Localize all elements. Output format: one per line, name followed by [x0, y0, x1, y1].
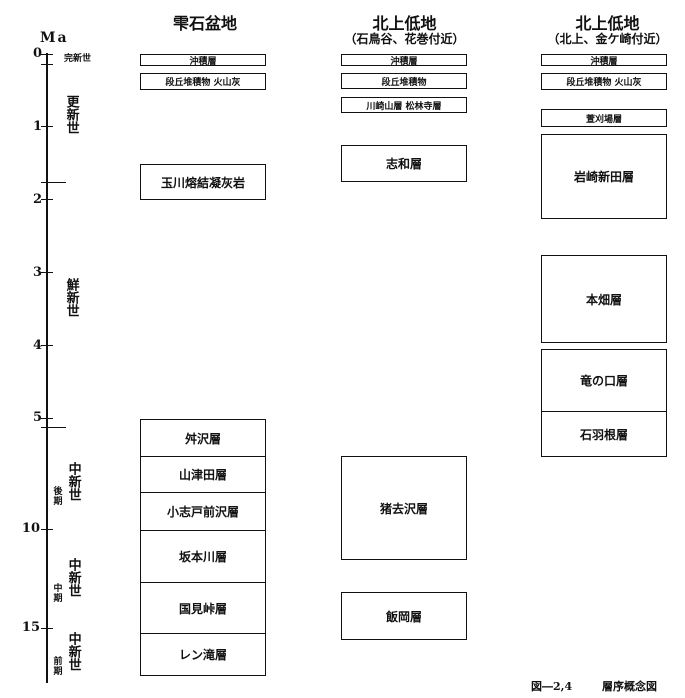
layer-box: 段丘堆積物 — [341, 73, 467, 89]
axis-tick-label: 3 — [32, 265, 42, 280]
layer-box: 国見峠層 — [140, 582, 266, 634]
epoch-late-sub: 後期 — [53, 487, 63, 507]
layer-box: 段丘堆積物 火山灰 — [541, 73, 667, 90]
axis-tick — [41, 54, 53, 56]
layer-box: 山津田層 — [140, 456, 266, 493]
header-shizukuishi: 雫石盆地 — [130, 14, 280, 33]
layer-box: 玉川熔結凝灰岩 — [140, 164, 266, 200]
layer-box: 志和層 — [341, 145, 467, 182]
layer-box: 石羽根層 — [541, 411, 667, 457]
axis-tick — [41, 427, 66, 429]
header-kitakami: 北上低地 （北上、金ケ崎付近） — [525, 14, 685, 47]
axis-tick-label: 4 — [32, 338, 42, 353]
layer-box: 本畑層 — [541, 255, 667, 343]
header-subtitle: （北上、金ケ崎付近） — [547, 32, 668, 47]
layer-box: 小志戸前沢層 — [140, 492, 266, 531]
axis-tick — [41, 529, 53, 531]
layer-box: 萱刈場層 — [541, 109, 667, 127]
axis-tick — [41, 418, 53, 420]
figure-title: 層序概念図 — [602, 680, 657, 693]
axis-tick-label: 2 — [32, 192, 42, 207]
epoch-pliocene: 鮮新世 — [63, 278, 79, 317]
axis-line — [46, 53, 48, 683]
layer-box: 川崎山層 松林寺層 — [341, 97, 467, 113]
axis-tick-label: 5 — [32, 410, 42, 425]
header-title: 北上低地 — [372, 14, 437, 33]
layer-box: 竜の口層 — [541, 349, 667, 412]
epoch-holocene: 完新世 — [64, 54, 92, 64]
epoch-miocene-middle: 中新世 — [65, 558, 81, 597]
axis-tick-label: 10 — [21, 521, 40, 536]
axis-tick — [41, 182, 66, 184]
axis-unit: Ma — [40, 30, 69, 46]
epoch-early-sub: 前期 — [53, 657, 63, 677]
epoch-miocene-early: 中新世 — [65, 632, 81, 671]
axis-tick — [41, 345, 53, 347]
layer-box: 沖積層 — [541, 54, 667, 67]
layer-box: 段丘堆積物 火山灰 — [140, 73, 266, 90]
axis-tick-label: 1 — [32, 119, 42, 134]
layer-box: 岩崎新田層 — [541, 134, 667, 219]
layer-box: 沖積層 — [140, 54, 266, 67]
axis-tick — [41, 199, 53, 201]
epoch-pleistocene: 更新世 — [63, 95, 79, 134]
axis-tick — [41, 628, 53, 630]
layer-box: レン滝層 — [140, 633, 266, 676]
layer-box: 猪去沢層 — [341, 456, 467, 560]
epoch-middle-sub: 中期 — [53, 584, 63, 604]
header-title: 北上低地 — [575, 14, 640, 33]
layer-box: 坂本川層 — [140, 530, 266, 583]
header-title: 雫石盆地 — [172, 14, 237, 33]
axis-tick — [41, 126, 53, 128]
axis-tick-label: 15 — [21, 620, 40, 635]
axis-tick — [41, 272, 53, 274]
layer-box: 飯岡層 — [341, 592, 467, 640]
figure-number: 図―2,4 — [531, 680, 573, 693]
axis-tick-label: 0 — [32, 46, 42, 61]
header-subtitle: （石鳥谷、花巻付近） — [344, 32, 465, 47]
layer-box: 舛沢層 — [140, 419, 266, 457]
layer-box: 沖積層 — [341, 54, 467, 67]
axis-tick — [41, 64, 53, 66]
header-ishidoriya: 北上低地 （石鳥谷、花巻付近） — [322, 14, 487, 47]
epoch-miocene-late: 中新世 — [65, 462, 81, 501]
